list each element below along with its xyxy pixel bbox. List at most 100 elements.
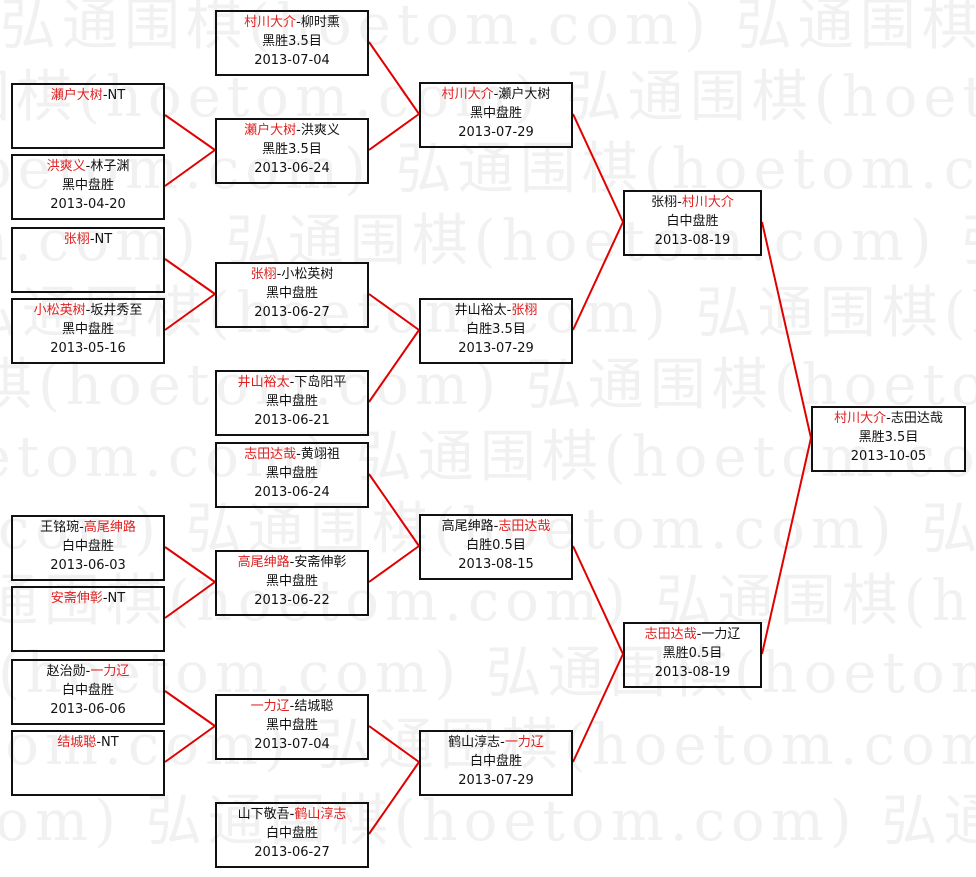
connector xyxy=(572,221,624,331)
match-players: 高尾绅路-志田达哉 xyxy=(421,517,571,536)
player-a: 瀬户大树 xyxy=(244,123,297,138)
match-result: 黑中盘胜 xyxy=(265,394,318,409)
player-a: 井山裕太 xyxy=(237,375,290,390)
match-players: 村川大介-志田达哉 xyxy=(813,409,964,428)
player-b: 柳时熏 xyxy=(300,15,340,30)
connector xyxy=(368,761,420,835)
player-a: 张栩 xyxy=(250,267,277,282)
match-players: 张栩-NT xyxy=(13,230,163,249)
match-result: 黑胜3.5目 xyxy=(858,430,919,445)
match-result: 白中盘胜 xyxy=(61,683,114,698)
connector xyxy=(761,221,812,439)
separator: - xyxy=(79,520,84,535)
separator: - xyxy=(506,303,512,318)
match-result: 黑胜3.5目 xyxy=(262,34,322,49)
match-players: 赵治勋-一力辽 xyxy=(13,662,163,681)
match-date: 2013-06-24 xyxy=(254,485,330,500)
player-a: 村川大介 xyxy=(244,15,297,30)
match-date: 2013-08-19 xyxy=(654,665,731,680)
player-b: NT xyxy=(94,232,113,247)
connector xyxy=(164,690,216,727)
player-a: 志田达哉 xyxy=(244,447,297,462)
separator: - xyxy=(500,735,505,750)
player-a: 村川大介 xyxy=(834,411,887,426)
connector xyxy=(164,293,216,331)
separator: - xyxy=(89,232,95,247)
separator: - xyxy=(493,87,499,102)
match-result: 黑中盘胜 xyxy=(61,178,114,193)
player-b: 一力辽 xyxy=(701,627,741,642)
match-players: 结城聪-NT xyxy=(13,733,163,752)
player-a: 张栩 xyxy=(651,195,678,210)
player-b: 林子渊 xyxy=(90,159,130,174)
separator: - xyxy=(102,88,108,103)
player-a: 山下敬吾 xyxy=(237,807,290,822)
separator: - xyxy=(289,375,295,390)
match-result: 白中盘胜 xyxy=(666,214,719,229)
connector xyxy=(572,545,624,655)
match-box-r1-7: 赵治勋-一力辽白中盘胜 2013-06-06 xyxy=(11,659,165,725)
player-b: 一力辽 xyxy=(90,664,130,679)
match-players: 村川大介-瀬户大树 xyxy=(421,85,571,104)
separator: - xyxy=(96,735,102,750)
match-players: 王铭琬-高尾绅路 xyxy=(13,518,163,537)
match-result: 黑胜3.5目 xyxy=(262,142,322,157)
separator: - xyxy=(493,519,499,534)
match-result: 白中盘胜 xyxy=(265,826,318,841)
connector xyxy=(164,114,216,151)
player-b: 下岛阳平 xyxy=(294,375,347,390)
match-box-r1-1: 瀬户大树-NT xyxy=(11,83,165,149)
match-date: 2013-07-29 xyxy=(458,773,534,788)
player-b: 志田达哉 xyxy=(498,519,551,534)
player-b: NT xyxy=(101,735,119,750)
match-result: 白中盘胜 xyxy=(61,539,114,554)
match-players: 山下敬吾-鹤山淳志 xyxy=(217,805,367,824)
player-b: 张栩 xyxy=(511,303,538,318)
match-players: 小松英树-坂井秀至 xyxy=(13,301,163,320)
match-box-r2-4: 井山裕太-下岛阳平黑中盘胜 2013-06-21 xyxy=(215,370,369,436)
player-a: 高尾绅路 xyxy=(237,555,290,570)
player-b: 安斋伸彰 xyxy=(294,555,347,570)
connector xyxy=(572,113,624,223)
match-date: 2013-06-27 xyxy=(254,845,330,860)
connector xyxy=(368,725,420,763)
match-date: 2013-07-04 xyxy=(254,737,330,752)
player-b: 鹤山淳志 xyxy=(294,807,347,822)
match-box-r1-8: 结城聪-NT xyxy=(11,730,165,796)
match-result: 黑中盘胜 xyxy=(61,322,114,337)
connector xyxy=(368,113,420,151)
player-b: 高尾绅路 xyxy=(83,520,136,535)
match-date: 2013-06-06 xyxy=(50,702,126,717)
match-players: 一力辽-结城聪 xyxy=(217,697,367,716)
player-a: 井山裕太 xyxy=(454,303,507,318)
match-date: 2013-07-29 xyxy=(458,341,534,356)
match-players: 瀬户大树-洪爽义 xyxy=(217,121,367,140)
separator: - xyxy=(85,159,91,174)
match-players: 瀬户大树-NT xyxy=(13,86,163,105)
player-b: 结城聪 xyxy=(294,699,334,714)
match-players: 张栩-小松英树 xyxy=(217,265,367,284)
connector xyxy=(368,293,420,331)
player-a: 小松英树 xyxy=(33,303,86,318)
separator: - xyxy=(296,15,301,30)
player-a: 赵治勋 xyxy=(46,664,86,679)
player-a: 一力辽 xyxy=(250,699,290,714)
match-result: 黑胜0.5目 xyxy=(662,646,723,661)
player-b: 坂井秀至 xyxy=(90,303,143,318)
match-players: 井山裕太-张栩 xyxy=(421,301,571,320)
player-a: 瀬户大树 xyxy=(50,88,103,103)
player-b: 村川大介 xyxy=(681,195,734,210)
match-players: 村川大介-柳时熏 xyxy=(217,13,367,32)
player-a: 张栩 xyxy=(63,232,90,247)
separator: - xyxy=(296,447,301,462)
player-a: 鹤山淳志 xyxy=(448,735,501,750)
match-date: 2013-06-21 xyxy=(254,413,330,428)
